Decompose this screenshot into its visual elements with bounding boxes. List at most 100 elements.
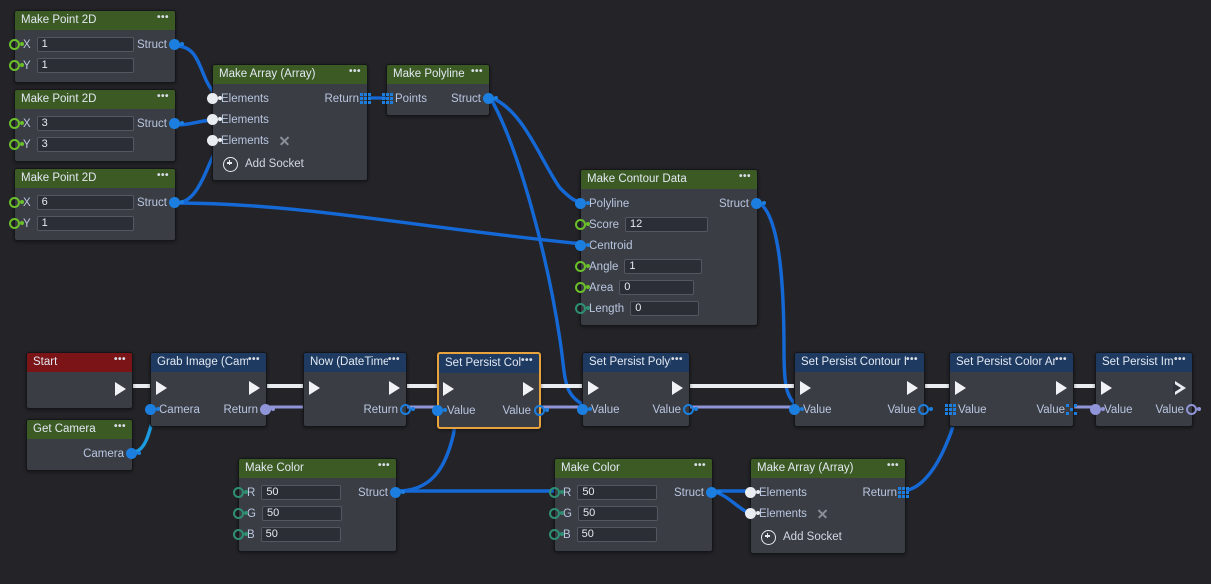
add-socket-button[interactable]: Add Socket xyxy=(213,151,367,174)
node-menu-icon[interactable]: ••• xyxy=(377,459,390,471)
input-y[interactable] xyxy=(36,216,134,231)
node-header[interactable]: Make Color ••• xyxy=(555,459,712,478)
socket-g-input[interactable] xyxy=(233,507,248,520)
socket-value-input[interactable] xyxy=(432,404,447,417)
input-y[interactable] xyxy=(36,58,134,73)
node-header[interactable]: Now (DateTime) ••• xyxy=(304,353,406,372)
socket-struct-output[interactable] xyxy=(169,38,184,51)
node-header[interactable]: Make Polyline ••• xyxy=(387,65,489,84)
socket-value-input[interactable] xyxy=(1090,403,1105,416)
node-header[interactable]: Grab Image (Camera) ••• xyxy=(151,353,266,372)
node-set-persist-image[interactable]: Set Persist Image ••• Value Value xyxy=(1090,352,1201,427)
remove-socket-icon[interactable] xyxy=(817,508,828,519)
socket-x-input[interactable] xyxy=(9,117,24,130)
node-menu-icon[interactable]: ••• xyxy=(1173,353,1186,365)
socket-r-input[interactable] xyxy=(549,486,564,499)
socket-return-output[interactable] xyxy=(260,403,275,416)
socket-x-input[interactable] xyxy=(9,196,24,209)
exec-input-arrow-icon[interactable] xyxy=(156,380,167,395)
node-menu-icon[interactable]: ••• xyxy=(520,354,533,366)
input-y[interactable] xyxy=(36,137,134,152)
exec-input-arrow-icon[interactable] xyxy=(443,381,454,396)
exec-output-arrow-icon[interactable] xyxy=(1173,381,1186,395)
exec-output-arrow-icon[interactable] xyxy=(523,381,534,396)
exec-output-arrow-icon[interactable] xyxy=(1056,380,1067,395)
node-make-point-2d-3[interactable]: Make Point 2D ••• X Struct Y xyxy=(9,168,184,241)
input-x[interactable] xyxy=(36,37,134,52)
node-set-persist-contour-data[interactable]: Set Persist Contour Data ••• Value Value xyxy=(789,352,933,427)
node-menu-icon[interactable]: ••• xyxy=(738,170,751,182)
input-x[interactable] xyxy=(36,195,134,210)
socket-return-output[interactable] xyxy=(400,403,415,416)
node-menu-icon[interactable]: ••• xyxy=(470,65,483,77)
node-header[interactable]: Set Persist Color Array ••• xyxy=(950,353,1073,372)
input-score[interactable] xyxy=(625,217,709,232)
node-menu-icon[interactable]: ••• xyxy=(905,353,918,365)
socket-struct-output[interactable] xyxy=(169,117,184,130)
node-header[interactable]: Make Point 2D ••• xyxy=(15,11,175,30)
socket-y-input[interactable] xyxy=(9,59,24,72)
exec-input-arrow-icon[interactable] xyxy=(955,380,966,395)
node-header[interactable]: Set Persist Color ••• xyxy=(439,354,539,373)
node-menu-icon[interactable]: ••• xyxy=(247,353,260,365)
node-menu-icon[interactable]: ••• xyxy=(693,459,706,471)
node-grab-image-camera[interactable]: Grab Image (Camera) ••• Camera Return xyxy=(145,352,275,427)
socket-struct-output[interactable] xyxy=(751,197,766,210)
node-menu-icon[interactable]: ••• xyxy=(113,420,126,432)
socket-y-input[interactable] xyxy=(9,217,24,230)
node-make-color-2[interactable]: Make Color ••• R Struct G B xyxy=(549,458,721,552)
socket-value-input[interactable] xyxy=(577,403,592,416)
socket-length-input[interactable] xyxy=(575,302,590,315)
socket-value-output[interactable] xyxy=(683,403,698,416)
socket-r-input[interactable] xyxy=(233,486,248,499)
input-b[interactable] xyxy=(260,527,341,542)
socket-g-input[interactable] xyxy=(549,507,564,520)
socket-return-output-array[interactable] xyxy=(360,92,372,105)
socket-value-input[interactable] xyxy=(789,403,804,416)
socket-elements-input-3[interactable] xyxy=(207,134,222,147)
socket-value-output[interactable] xyxy=(534,404,549,417)
node-menu-icon[interactable]: ••• xyxy=(156,90,169,102)
exec-input-arrow-icon[interactable] xyxy=(588,380,599,395)
input-x[interactable] xyxy=(36,116,134,131)
socket-elements-input-2[interactable] xyxy=(207,113,222,126)
socket-camera-output[interactable] xyxy=(126,447,141,460)
add-socket-button[interactable]: Add Socket xyxy=(751,524,905,547)
remove-socket-icon[interactable] xyxy=(279,135,290,146)
input-g[interactable] xyxy=(261,506,342,521)
node-menu-icon[interactable]: ••• xyxy=(348,65,361,77)
socket-score-input[interactable] xyxy=(575,218,590,231)
socket-elements-input-1[interactable] xyxy=(745,486,760,499)
socket-struct-output[interactable] xyxy=(169,196,184,209)
node-header[interactable]: Make Point 2D ••• xyxy=(15,169,175,188)
input-area[interactable] xyxy=(619,280,695,295)
node-make-contour-data[interactable]: Make Contour Data ••• Polyline Struct Sc… xyxy=(575,169,766,326)
node-menu-icon[interactable]: ••• xyxy=(387,353,400,365)
node-now-datetime[interactable]: Now (DateTime) ••• Return xyxy=(303,352,415,427)
socket-struct-output[interactable] xyxy=(390,486,405,499)
socket-value-output[interactable] xyxy=(918,403,933,416)
node-header[interactable]: Make Array (Array) ••• xyxy=(213,65,367,84)
exec-output-arrow-icon[interactable] xyxy=(907,380,918,395)
node-header[interactable]: Set Persist Contour Data ••• xyxy=(795,353,924,372)
node-get-camera[interactable]: Get Camera ••• Camera xyxy=(26,419,141,471)
node-make-array-bottom[interactable]: Make Array (Array) ••• Elements Return E… xyxy=(745,458,909,554)
input-length[interactable] xyxy=(630,301,700,316)
socket-value-output[interactable] xyxy=(1186,403,1201,416)
socket-x-input[interactable] xyxy=(9,38,24,51)
node-menu-icon[interactable]: ••• xyxy=(156,11,169,23)
socket-area-input[interactable] xyxy=(575,281,590,294)
exec-output-arrow-icon[interactable] xyxy=(672,380,683,395)
socket-angle-input[interactable] xyxy=(575,260,590,273)
input-r[interactable] xyxy=(261,485,342,500)
node-header[interactable]: Set Persist Polyline ••• xyxy=(583,353,689,372)
node-make-color-1[interactable]: Make Color ••• R Struct G B xyxy=(233,458,405,552)
input-r[interactable] xyxy=(577,485,658,500)
node-header[interactable]: Get Camera ••• xyxy=(27,420,132,439)
socket-b-input[interactable] xyxy=(549,528,564,541)
node-header[interactable]: Set Persist Image ••• xyxy=(1096,353,1192,372)
socket-centroid-input[interactable] xyxy=(575,239,590,252)
input-angle[interactable] xyxy=(624,259,703,274)
socket-b-input[interactable] xyxy=(233,528,248,541)
